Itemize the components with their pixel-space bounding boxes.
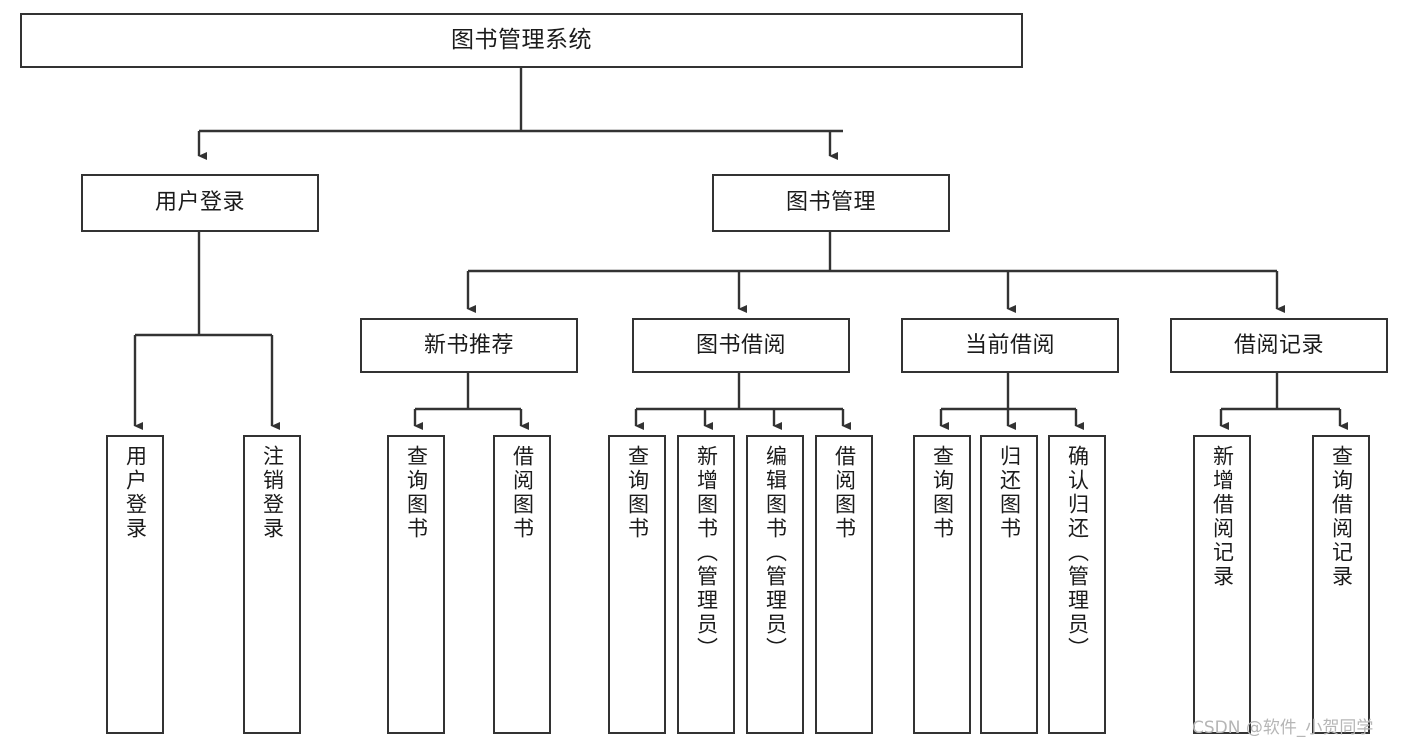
node-book-borrow[interactable]: 图书借阅 bbox=[632, 318, 850, 373]
node-book-management-label: 图书管理 bbox=[785, 190, 876, 216]
node-user-login[interactable]: 用户登录 bbox=[81, 174, 319, 232]
leaf-current-borrow-query[interactable]: 查询图书 bbox=[913, 435, 971, 734]
node-book-borrow-label: 图书借阅 bbox=[695, 332, 786, 358]
leaf-book-borrow-add-label: 新增图书（管理员） bbox=[694, 445, 719, 661]
leaf-book-borrow-query-label: 查询图书 bbox=[625, 445, 650, 541]
leaf-borrow-record-query-label: 查询借阅记录 bbox=[1329, 445, 1354, 589]
leaf-current-borrow-confirm-return-label: 确认归还（管理员） bbox=[1065, 445, 1090, 661]
leaf-book-borrow-borrow-label: 借阅图书 bbox=[832, 445, 857, 541]
leaf-borrow-record-add-label: 新增借阅记录 bbox=[1210, 445, 1235, 589]
leaf-current-borrow-return[interactable]: 归还图书 bbox=[980, 435, 1038, 734]
leaf-new-book-borrow[interactable]: 借阅图书 bbox=[493, 435, 551, 734]
node-root-system[interactable]: 图书管理系统 bbox=[20, 13, 1023, 68]
node-current-borrow[interactable]: 当前借阅 bbox=[901, 318, 1119, 373]
leaf-book-borrow-query[interactable]: 查询图书 bbox=[608, 435, 666, 734]
leaf-user-login-login-label: 用户登录 bbox=[123, 445, 148, 541]
node-user-login-label: 用户登录 bbox=[154, 190, 245, 216]
node-book-management[interactable]: 图书管理 bbox=[712, 174, 950, 232]
node-new-book-recommend-label: 新书推荐 bbox=[423, 332, 514, 358]
leaf-current-borrow-confirm-return[interactable]: 确认归还（管理员） bbox=[1048, 435, 1106, 734]
leaf-current-borrow-query-label: 查询图书 bbox=[930, 445, 955, 541]
node-borrow-record[interactable]: 借阅记录 bbox=[1170, 318, 1388, 373]
csdn-watermark: CSDN @软件_小贺同学 bbox=[1192, 718, 1374, 738]
node-current-borrow-label: 当前借阅 bbox=[964, 332, 1055, 358]
leaf-book-borrow-edit[interactable]: 编辑图书（管理员） bbox=[746, 435, 804, 734]
leaf-book-borrow-edit-label: 编辑图书（管理员） bbox=[763, 445, 788, 661]
leaf-book-borrow-borrow[interactable]: 借阅图书 bbox=[815, 435, 873, 734]
leaf-user-login-login[interactable]: 用户登录 bbox=[106, 435, 164, 734]
leaf-book-borrow-add[interactable]: 新增图书（管理员） bbox=[677, 435, 735, 734]
leaf-new-book-query-label: 查询图书 bbox=[404, 445, 429, 541]
leaf-user-login-logout[interactable]: 注销登录 bbox=[243, 435, 301, 734]
node-root-system-label: 图书管理系统 bbox=[451, 26, 592, 53]
leaf-borrow-record-add[interactable]: 新增借阅记录 bbox=[1193, 435, 1251, 734]
leaf-current-borrow-return-label: 归还图书 bbox=[997, 445, 1022, 541]
leaf-new-book-borrow-label: 借阅图书 bbox=[510, 445, 535, 541]
leaf-new-book-query[interactable]: 查询图书 bbox=[387, 435, 445, 734]
leaf-user-login-logout-label: 注销登录 bbox=[260, 445, 285, 541]
node-new-book-recommend[interactable]: 新书推荐 bbox=[360, 318, 578, 373]
node-borrow-record-label: 借阅记录 bbox=[1233, 332, 1324, 358]
leaf-borrow-record-query[interactable]: 查询借阅记录 bbox=[1312, 435, 1370, 734]
